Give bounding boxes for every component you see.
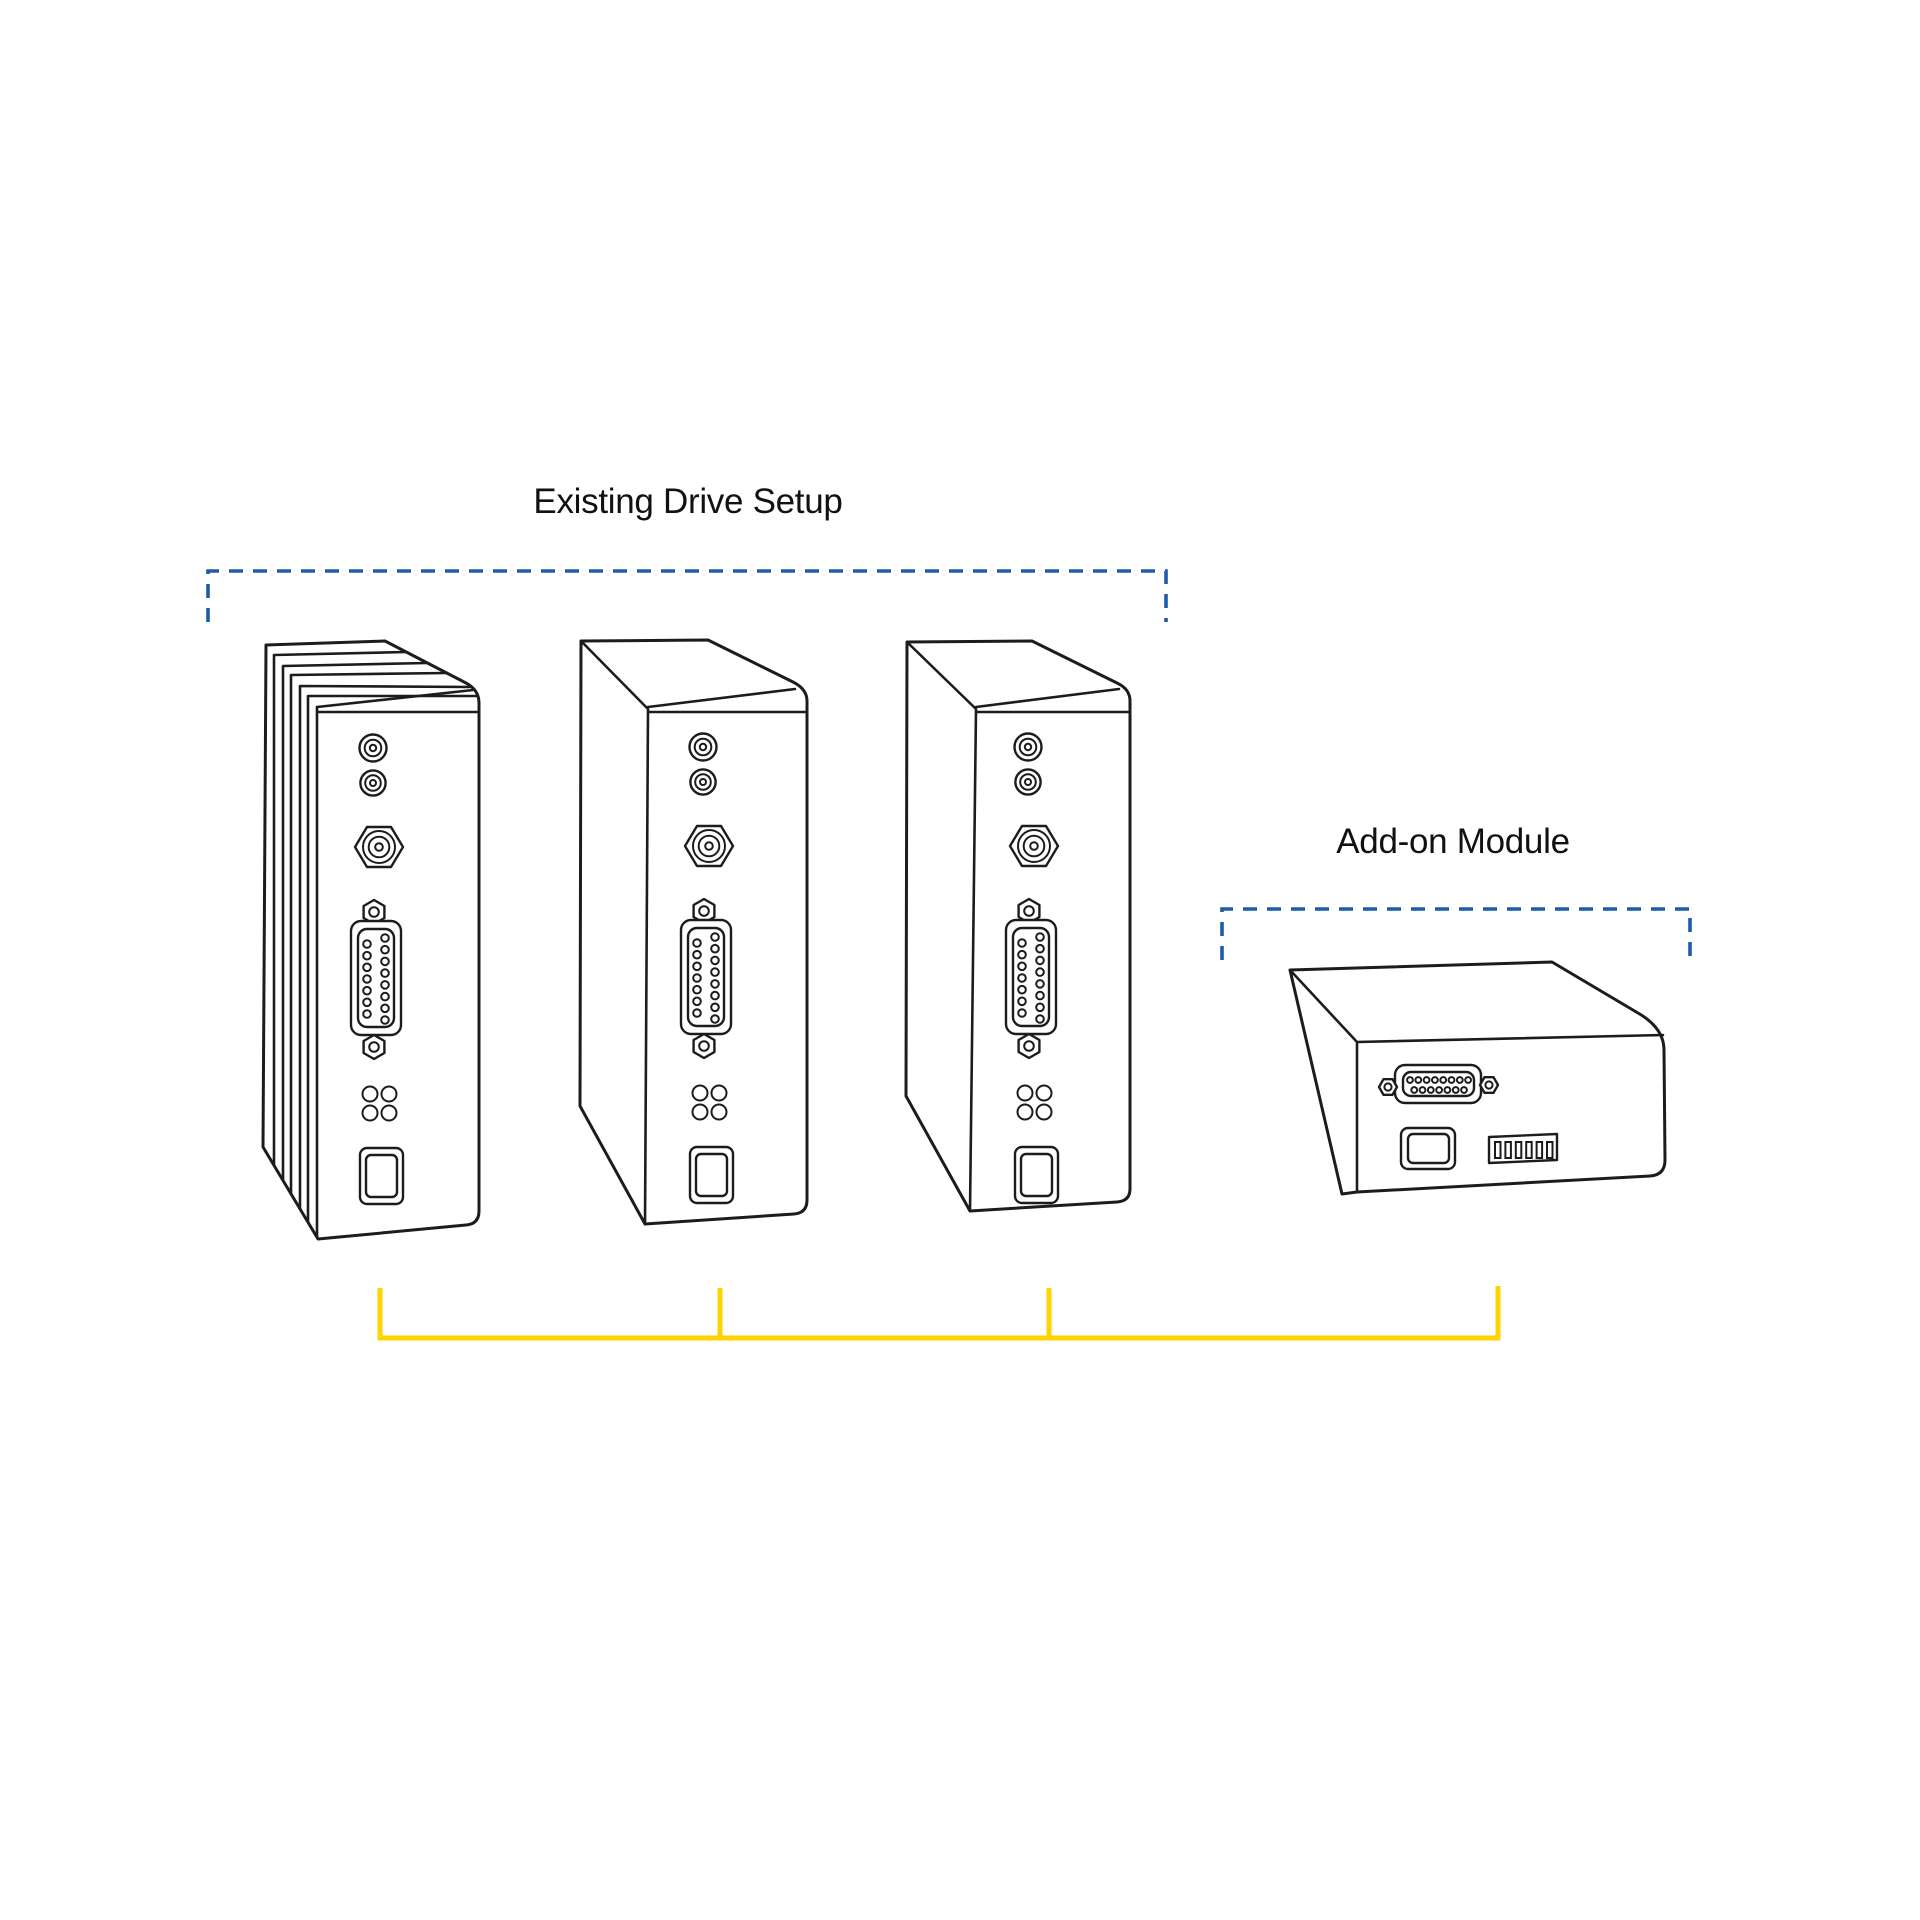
body-edges bbox=[315, 688, 481, 714]
add-on-module bbox=[1288, 960, 1667, 1196]
dip-switch-icon bbox=[1487, 1132, 1559, 1165]
screw-icon bbox=[1377, 1077, 1399, 1097]
heatsink-fins bbox=[272, 650, 479, 1239]
body-edges bbox=[905, 640, 1132, 1213]
body-edges bbox=[1288, 968, 1665, 1194]
existing-setup-label: Existing Drive Setup bbox=[533, 482, 842, 521]
drive-unit-3 bbox=[904, 639, 1132, 1213]
drive-unit-2 bbox=[578, 638, 809, 1226]
screw-icon bbox=[1478, 1075, 1500, 1095]
addon-module-label: Add-on Module bbox=[1336, 822, 1569, 861]
bus-connection-line bbox=[377, 1286, 1501, 1341]
db15-connector-icon bbox=[1393, 1063, 1483, 1105]
addon-module-bracket bbox=[1220, 907, 1692, 962]
body-edges bbox=[579, 639, 809, 1226]
drive-unit-1 bbox=[261, 639, 481, 1241]
existing-setup-bracket bbox=[206, 569, 1168, 622]
power-switch-icon bbox=[1399, 1126, 1457, 1171]
